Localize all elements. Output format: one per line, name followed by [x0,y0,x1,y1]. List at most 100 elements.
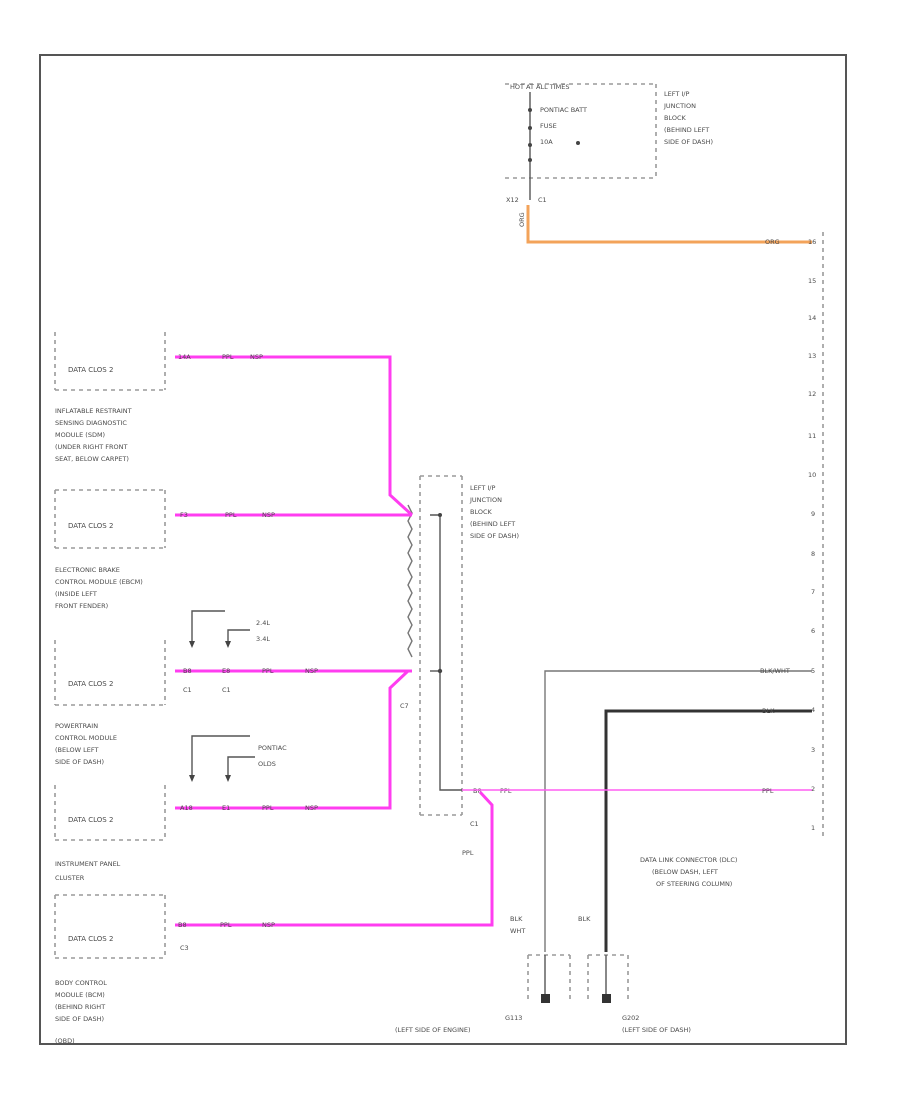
module-2-name-4: (UNDER RIGHT FRONT [55,443,127,451]
ground-g113: BLK WHT G113 (LEFT SIDE OF ENGINE) [395,915,571,1034]
module-4-pin: A18 [180,804,193,812]
dlc-name-1: DATA LINK CONNECTOR (DLC) [640,856,737,864]
dlc-pin-4: 4 [811,706,815,714]
module-2-wire-1: PPL [225,511,237,519]
module-2-pin: F3 [180,511,188,519]
module-3-variant-1: 2.4L [256,619,270,627]
module-4-variant-2: OLDS [258,760,276,768]
module-3: ELECTRONIC BRAKE CONTROL MODULE (EBCM) (… [54,566,318,706]
fuse-pin-label: X12 [506,196,519,204]
wire-module-1 [175,355,414,517]
module-5-wire-1: PPL [220,921,232,929]
module-3-wire-2: NSP [305,667,318,675]
g202-location: (LEFT SIDE OF DASH) [622,1026,691,1034]
dlc-pin-15: 15 [808,277,816,285]
module-2-box-label: DATA CLOS 2 [68,522,113,530]
junction-block: LEFT I/P JUNCTION BLOCK (BEHIND LEFT SID… [400,475,519,857]
dlc-pin-10: 10 [808,471,816,479]
fuse-location-2: JUNCTION [663,102,696,110]
module-4-variant-1: PONTIAC [258,744,287,752]
bottom-left-code: (OBD) [55,1037,75,1045]
module-4: POWERTRAIN CONTROL MODULE (BELOW LEFT SI… [54,722,318,841]
ground-wires: BLK/WHT BLK [544,667,812,952]
module-3-conn-2: C1 [222,686,231,694]
dlc-pin-13: 13 [808,352,816,360]
g113-location: (LEFT SIDE OF ENGINE) [395,1026,471,1034]
dlc-wire-4-label: BLK [762,707,775,715]
module-5-conn: C3 [180,944,189,952]
g113-wire-1: BLK [510,915,523,923]
module-1-wire-1: PPL [222,353,234,361]
junction-location-3: BLOCK [470,508,493,516]
module-3-pin: B8 [183,667,192,675]
module-5-name-1: INSTRUMENT PANEL [55,860,121,868]
bcm-label: BODY CONTROL MODULE (BCM) (BEHIND RIGHT … [55,979,107,1045]
module-4-pin-2: E1 [222,804,230,812]
fuse-conn-label: C1 [538,196,547,204]
dlc-wire-2-label: PPL [762,787,774,795]
junction-location-4: (BEHIND LEFT [470,520,515,528]
dlc-pin-2: 2 [811,785,815,793]
module-4-name-2: CONTROL MODULE [55,734,117,742]
module-3-name-4: FRONT FENDER) [55,602,108,610]
module-3-name-2: CONTROL MODULE (EBCM) [55,578,143,586]
g113-id: G113 [505,1014,522,1022]
module-2-name-1: INFLATABLE RESTRAINT [55,407,132,415]
module-2-wire-2: NSP [262,511,275,519]
dlc-pin-3: 3 [811,746,815,754]
module-3-name-1: ELECTRONIC BRAKE [55,566,120,574]
top-fuse-block: HOT AT ALL TIMES PONTIAC BATT FUSE 10A L… [505,83,812,246]
module-3-pin-2: E8 [222,667,230,675]
ground-g202: BLK G202 (LEFT SIDE OF DASH) [578,915,691,1034]
module-1-wire-2: NSP [250,353,263,361]
module-1: DATA CLOS 2 14A PPL NSP [54,332,263,391]
junction-wire-down: PPL [462,849,474,857]
fuse-wire-vertical-label: ORG [518,212,526,227]
module-5-box-label: DATA CLOS 2 [68,935,113,943]
module-1-pin: 14A [178,353,191,361]
dlc-connector: 16 15 14 13 12 11 10 9 8 7 6 5 4 3 2 1 D… [640,232,824,888]
junction-wire-out: PPL [500,787,512,795]
fuse-line-1: PONTIAC BATT [540,106,587,114]
fuse-location-3: BLOCK [664,114,687,122]
junction-internal-bus [430,514,462,791]
fuse-line-3: 10A [540,138,553,146]
fuse-location-4: (BEHIND LEFT [664,126,709,134]
module-3-variant-2: 3.4L [256,635,270,643]
dlc-pin-7: 7 [811,588,815,596]
dlc-pin-14: 14 [808,314,816,322]
module-4-box-label: DATA CLOS 2 [68,816,113,824]
orange-wire-label: ORG [765,238,780,246]
bcm-name-3: (BEHIND RIGHT [55,1003,105,1011]
junction-connector-zigzag [407,504,413,658]
module-4-wire-2: NSP [305,804,318,812]
dlc-pin-16: 16 [808,238,816,246]
dlc-name-3: OF STEERING COLUMN) [656,880,732,888]
wire-module-4 [175,669,410,810]
module-5-pin: B8 [178,921,187,929]
bcm-name-2: MODULE (BCM) [55,991,105,999]
module-1-box-label: DATA CLOS 2 [68,366,113,374]
dlc-pin-12: 12 [808,390,816,398]
module-3-box-label: DATA CLOS 2 [68,680,113,688]
junction-location-2: JUNCTION [469,496,502,504]
module-5: INSTRUMENT PANEL CLUSTER DATA CLOS 2 B8 … [54,860,275,959]
g202-id: G202 [622,1014,639,1022]
module-3-name-3: (INSIDE LEFT [55,590,97,598]
module-4-name-4: SIDE OF DASH) [55,758,104,766]
dlc-pin-9: 9 [811,510,815,518]
hot-at-all-times-label: HOT AT ALL TIMES [510,83,570,91]
bcm-name-4: SIDE OF DASH) [55,1015,104,1023]
dlc-pin-5: 5 [811,667,815,675]
module-2: INFLATABLE RESTRAINT SENSING DIAGNOSTIC … [54,407,275,549]
fuse-location-5: SIDE OF DASH) [664,138,713,146]
module-3-wire-1: PPL [262,667,274,675]
dlc-pin-1: 1 [811,824,815,832]
module-3-conn-1: C1 [183,686,192,694]
module-2-name-5: SEAT, BELOW CARPET) [55,455,129,463]
module-5-name-2: CLUSTER [55,874,85,882]
module-4-name-3: (BELOW LEFT [55,746,98,754]
pink-wires: PPL [175,355,812,927]
junction-location-1: LEFT I/P [470,484,495,492]
